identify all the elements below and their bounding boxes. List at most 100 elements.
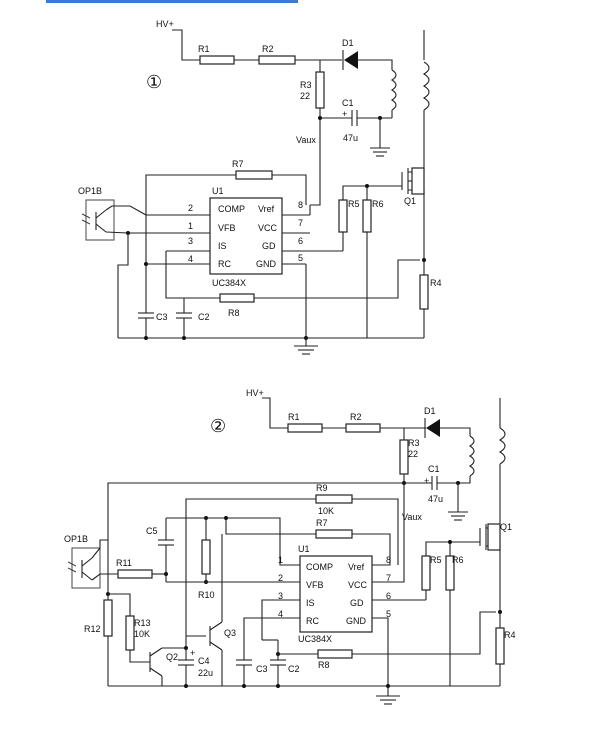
c2-q2-label: Q2 (166, 652, 178, 662)
c2-r9-value: 10K (318, 506, 334, 516)
c1-c3-label: C3 (156, 312, 168, 322)
c1-d1-diode (344, 51, 358, 69)
c2-q3-label: Q3 (224, 628, 236, 638)
c2-c1-value: 47u (428, 494, 443, 504)
c2-r1-resistor (287, 423, 323, 433)
c1-pin-num: 7 (298, 218, 303, 228)
c2-q3-transistor (186, 534, 223, 686)
c1-chip-label: UC384X (212, 278, 246, 288)
c2-r5-label: R5 (430, 555, 442, 565)
c2-c1-label: C1 (428, 464, 440, 474)
c2-c1-plus: + (424, 476, 429, 486)
c1-ground-main (294, 345, 318, 355)
c1-r3-label: R3 (300, 80, 312, 90)
c1-pin-num: 8 (298, 200, 303, 210)
top-accent-bar (46, 0, 298, 3)
c2-r9-resistor (315, 494, 353, 504)
c2-q2-transistor (149, 647, 186, 686)
c2-r12-resistor (103, 599, 113, 637)
c1-r8-resistor (219, 293, 255, 303)
c1-r1-resistor (199, 55, 235, 65)
c1-r1-label: R1 (198, 44, 210, 54)
circuit-2: ② HV+ R1 R2 D1 R3 22 C1 + 47u R9 10K Vau… (64, 388, 516, 705)
circuit-1: ① HV+ R1 R2 D1 R3 22 C1 + 47u Vaux R7 U1… (78, 19, 442, 355)
c1-uc384x-chip (209, 197, 283, 275)
c2-pin-num: 7 (386, 573, 391, 583)
c1-optocoupler (85, 199, 115, 241)
c2-uc384x-chip (299, 555, 373, 633)
c2-r10-label: R10 (198, 590, 215, 600)
c2-pin-name: GD (350, 598, 364, 608)
c2-pin-name: COMP (306, 562, 333, 572)
c2-r3-resistor (399, 439, 409, 475)
c1-pin-num: 4 (188, 254, 193, 264)
c2-r2-resistor (345, 423, 381, 433)
c1-primary-coil (422, 61, 430, 111)
c2-r5-resistor (421, 555, 431, 591)
c1-vaux-label: Vaux (296, 135, 316, 145)
c1-pins-left: 2 COMP 1 VFB 3 IS 4 RC (188, 203, 245, 269)
c1-pin-name: RC (218, 259, 231, 269)
c1-r2-label: R2 (262, 44, 274, 54)
c2-r13-label: R13 (134, 618, 151, 628)
c2-pin-num: 1 (278, 555, 283, 565)
c2-u1-label: U1 (298, 544, 310, 554)
c2-pin-num: 3 (278, 591, 283, 601)
c2-pin-name: GND (346, 616, 367, 626)
c1-pin-name: IS (218, 241, 227, 251)
c2-r8-resistor (317, 649, 353, 659)
c1-r2-resistor (258, 55, 296, 65)
c1-r4-resistor (419, 274, 429, 310)
c2-r7-label: R7 (316, 518, 328, 528)
c1-r3-value: 22 (300, 91, 310, 101)
c2-secondary-coil (468, 435, 475, 477)
c2-c3-label: C3 (256, 664, 268, 674)
c2-vaux-label: Vaux (402, 512, 422, 522)
c2-q1-label: Q1 (500, 522, 512, 532)
c2-c4-plus: + (190, 648, 195, 658)
c2-ground-main (376, 695, 400, 705)
c2-pin-name: VFB (306, 580, 324, 590)
c2-r8-label: R8 (318, 660, 330, 670)
c2-r10-resistor (201, 539, 211, 575)
c1-c1-label: C1 (342, 98, 354, 108)
c2-op1b-label: OP1B (64, 534, 88, 544)
c2-pin-num: 6 (386, 591, 391, 601)
c1-pin-name: VFB (218, 223, 236, 233)
c2-c2-label: C2 (288, 664, 300, 674)
c1-pin-name: GND (256, 259, 277, 269)
c2-pin-name: VCC (348, 580, 368, 590)
c1-c1-plus: + (342, 109, 347, 119)
c2-r12-label: R12 (84, 624, 101, 634)
c2-r2-label: R2 (350, 412, 362, 422)
c1-r6-label: R6 (372, 199, 384, 209)
c2-ground-aux (448, 511, 468, 521)
c1-r5-label: R5 (348, 199, 360, 209)
c2-r1-label: R1 (288, 412, 300, 422)
c2-pin-num: 4 (278, 609, 283, 619)
c1-d1-label: D1 (342, 38, 354, 48)
c2-pin-num: 5 (386, 609, 391, 619)
c2-chip-label: UC384X (298, 634, 332, 644)
c1-pin-num: 6 (298, 236, 303, 246)
c1-pin-num: 1 (188, 221, 193, 231)
c2-r13-resistor (125, 615, 135, 651)
circuit-2-marker: ② (210, 416, 226, 437)
c2-r11-label: R11 (116, 558, 132, 568)
c1-secondary-coil (390, 69, 397, 111)
c2-optocoupler (71, 547, 101, 589)
c1-r7-label: R7 (232, 159, 244, 169)
c2-d1-diode (426, 419, 440, 437)
c1-r8-label: R8 (228, 308, 240, 318)
c1-pin-name: VCC (258, 223, 278, 233)
c2-pin-num: 8 (386, 555, 391, 565)
c2-d1-label: D1 (424, 406, 436, 416)
c2-pin-name: RC (306, 616, 319, 626)
c2-pins-left: 1 COMP 2 VFB 3 IS 4 RC (278, 555, 333, 626)
c1-pin-num: 5 (298, 253, 303, 263)
c2-r13-value: 10K (134, 629, 150, 639)
c2-r9-label: R9 (316, 483, 328, 493)
c1-q1-mosfet (401, 160, 425, 255)
